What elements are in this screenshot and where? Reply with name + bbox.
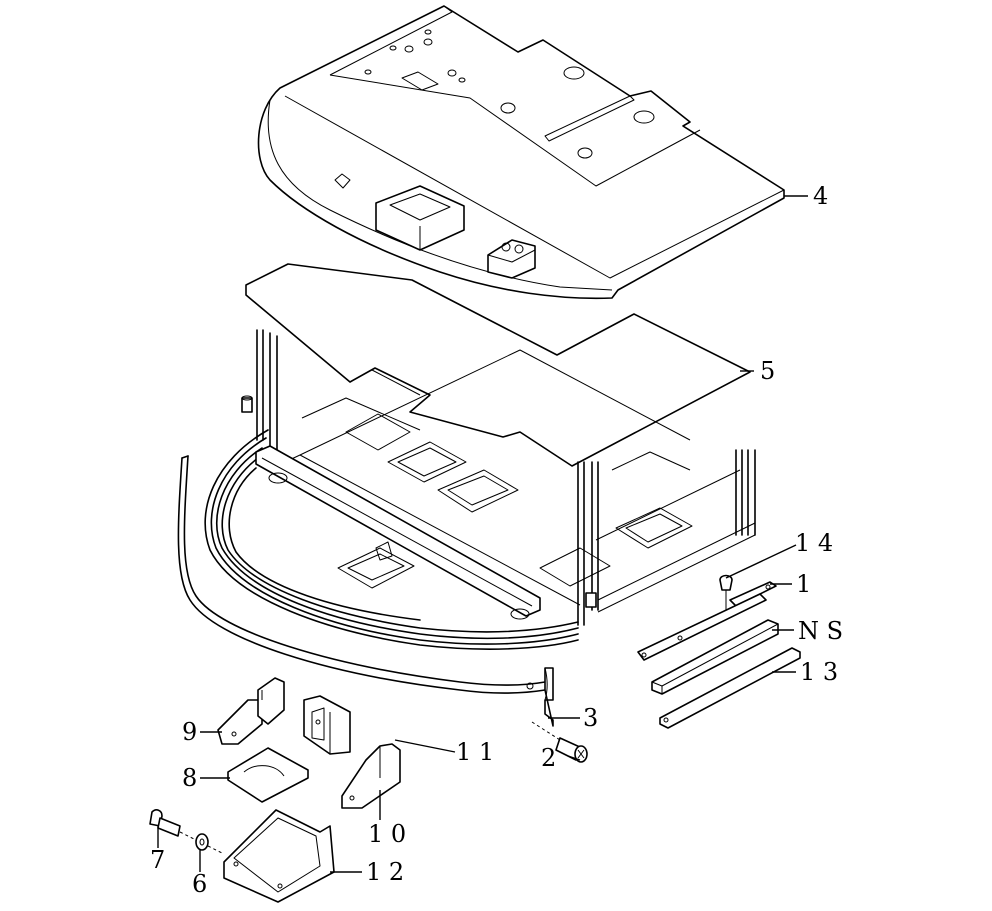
part-6-washer <box>195 833 225 855</box>
callout-5: 5 <box>760 357 775 385</box>
part-13-strip <box>659 647 801 729</box>
ns-channel-strips <box>637 593 779 695</box>
callout-12: 1 2 <box>366 858 404 886</box>
callout-1: 1 <box>796 570 811 598</box>
callout-ns: N S <box>798 617 843 645</box>
part-12-housing <box>223 809 335 903</box>
part-11-bracket <box>303 695 351 755</box>
callout-13: 1 3 <box>800 658 838 686</box>
callout-11: 1 1 <box>456 738 494 766</box>
part-7-bolt <box>149 809 197 841</box>
callout-4: 4 <box>813 182 828 210</box>
callout-6: 6 <box>192 870 207 898</box>
floor-mat-part-5 <box>245 263 751 467</box>
part-2-screw <box>531 721 588 763</box>
curved-trim-strip <box>177 455 554 727</box>
callout-14: 1 4 <box>795 529 833 557</box>
part-1-strip <box>729 581 777 607</box>
callout-10: 1 0 <box>368 820 406 848</box>
callout-3: 3 <box>583 704 598 732</box>
part-14-bolt <box>719 574 733 612</box>
callout-9: 9 <box>182 718 197 746</box>
leader-lines <box>157 195 808 873</box>
cab-frame <box>204 329 756 650</box>
callout-2: 2 <box>541 744 556 772</box>
callout-7: 7 <box>150 846 165 874</box>
callout-8: 8 <box>182 764 197 792</box>
part-9-bracket <box>217 677 285 745</box>
part-8-plate <box>227 747 309 803</box>
part-10-bracket <box>341 743 401 809</box>
floor-plate-part-4 <box>257 5 785 300</box>
